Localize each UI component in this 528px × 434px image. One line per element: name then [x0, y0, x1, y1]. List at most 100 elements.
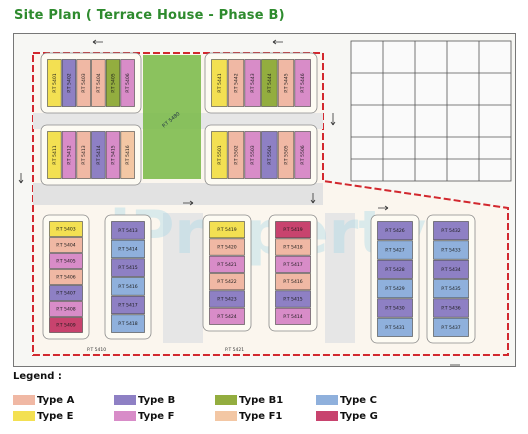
unit-label: P.T 5416 — [118, 284, 138, 290]
house-unit — [76, 131, 91, 179]
house-unit — [49, 253, 83, 269]
house-unit — [275, 307, 311, 325]
house-unit — [111, 295, 145, 315]
unit-label: P.T 5443 — [250, 73, 256, 93]
legend-item: Type B1 — [215, 393, 283, 407]
unit-label: P.T 5401 — [52, 73, 58, 93]
house-unit — [433, 259, 469, 279]
house-unit — [277, 59, 295, 107]
house-unit — [49, 221, 83, 237]
house-unit — [209, 290, 245, 308]
house-unit — [227, 131, 245, 179]
house-unit — [105, 131, 121, 179]
road-vertical-1 — [163, 213, 203, 343]
house-unit — [433, 317, 469, 337]
unit-label: P.T 5503 — [250, 145, 256, 165]
house-unit — [433, 240, 469, 260]
unit-label: P.T 5416 — [283, 279, 303, 285]
unit-label: P.T 5411 — [52, 145, 58, 165]
unit-label: P.T 5415 — [283, 297, 303, 303]
house-unit — [277, 131, 295, 179]
unit-label: P.T 5405 — [56, 259, 76, 265]
house-unit — [111, 314, 145, 333]
house-unit — [120, 59, 135, 107]
house-unit — [433, 279, 469, 299]
unit-label: P.T 5413 — [118, 228, 138, 234]
legend-swatch — [114, 395, 136, 405]
house-unit — [244, 131, 261, 179]
house-unit — [120, 131, 135, 179]
block-top-left: P.T 5401 P.T 5402 P.T 5403 P.T 5404 P.T 5405… — [40, 52, 142, 114]
house-unit — [209, 307, 245, 325]
unit-label: P.T 5430 — [385, 306, 405, 312]
house-unit — [49, 285, 83, 301]
house-unit — [261, 59, 278, 107]
legend-swatch — [316, 395, 338, 405]
unit-label: P.T 5404 — [56, 243, 76, 249]
house-unit — [377, 298, 413, 318]
unit-label: P.T 5431 — [385, 325, 405, 331]
unit-label: P.T 5427 — [385, 248, 405, 254]
unit-label: P.T 5436 — [441, 306, 461, 312]
legend-item: Type A — [13, 393, 74, 407]
direction-arrows — [18, 39, 460, 366]
unit-label: P.T 5421 — [217, 262, 237, 268]
legend-label: Type G — [340, 410, 378, 422]
house-unit — [433, 298, 469, 318]
unit-label: P.T 5419 — [217, 227, 237, 233]
unit-label: P.T 5405 — [111, 73, 117, 93]
unit-label: P.T 5407 — [56, 291, 76, 297]
legend-swatch — [13, 395, 35, 405]
unit-label: P.T 5418 — [283, 245, 303, 251]
unit-label: P.T 5433 — [441, 248, 461, 254]
house-unit — [377, 240, 413, 260]
house-unit — [111, 239, 145, 259]
unit-label: P.T 5418 — [118, 321, 138, 327]
unit-label: P.T 5409 — [56, 323, 76, 329]
unit-label: P.T 5402 — [67, 73, 73, 93]
legend-swatch — [316, 411, 338, 421]
house-unit — [275, 238, 311, 256]
unit-label: P.T 5406 — [56, 275, 76, 281]
house-unit — [76, 59, 91, 107]
legend-label: Type F — [138, 410, 175, 422]
unit-label: P.T 5506 — [300, 145, 306, 165]
unit-label: P.T 5446 — [300, 73, 306, 93]
unit-label: P.T 5403 — [81, 73, 87, 93]
house-unit — [211, 131, 228, 179]
house-unit — [209, 238, 245, 256]
unit-label: P.T 5502 — [234, 145, 240, 165]
page-title: Site Plan ( Terrace House - Phase B) — [14, 8, 285, 23]
unit-label: P.T 5505 — [284, 145, 290, 165]
house-unit — [294, 131, 311, 179]
unit-label: P.T 5501 — [217, 145, 223, 165]
unit-label: P.T 5404 — [96, 73, 102, 93]
legend-item: Type B — [114, 393, 175, 407]
legend-label: Type F1 — [239, 410, 283, 422]
legend-swatch — [114, 411, 136, 421]
legend-item: Type F1 — [215, 409, 282, 423]
legend-item: Type F — [114, 409, 174, 423]
unit-label: P.T 5417 — [283, 262, 303, 268]
house-unit — [47, 131, 62, 179]
house-unit — [209, 273, 245, 291]
bottom-label: P.T 5410 — [87, 347, 106, 353]
legend-item: Type E — [13, 409, 73, 423]
house-unit — [433, 221, 469, 241]
house-unit — [275, 221, 311, 239]
unit-label: P.T 5413 — [81, 145, 87, 165]
unit-label: P.T 5403 — [56, 227, 76, 233]
legend-label: Type B1 — [239, 394, 284, 406]
unit-label: P.T 5442 — [234, 73, 240, 93]
house-unit — [105, 59, 121, 107]
house-unit — [244, 59, 261, 107]
house-unit — [49, 237, 83, 253]
house-unit — [377, 259, 413, 279]
unit-label: P.T 5435 — [441, 286, 461, 292]
unit-label: P.T 5441 — [217, 73, 223, 93]
